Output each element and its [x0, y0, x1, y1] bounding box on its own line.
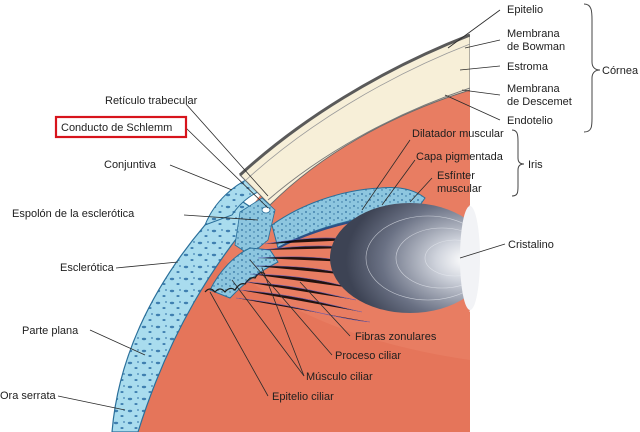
schlemm-highlight-box [54, 115, 188, 139]
label-parte-plana: Parte plana [22, 325, 79, 337]
label-membrana-bowman-1: Membrana [507, 28, 560, 40]
leader-lines [57, 9, 506, 411]
iris-brace [511, 129, 525, 197]
posterior-tissue [125, 250, 470, 432]
label-esfinter-1: Esfínter [437, 170, 475, 182]
label-epitelio-ciliar: Epitelio ciliar [272, 391, 334, 403]
label-estroma: Estroma [507, 61, 549, 73]
label-ora-serrata: Ora serrata [0, 390, 57, 402]
zonular-fibers [235, 237, 371, 323]
cornea-epithelium-line [238, 33, 471, 177]
label-espolon-esclerotica: Espolón de la esclerótica [12, 208, 135, 220]
label-cristalino: Cristalino [508, 239, 554, 251]
label-esfinter-2: muscular [437, 183, 482, 195]
label-proceso-ciliar: Proceso ciliar [335, 350, 401, 362]
label-conducto-schlemm: Conducto de Schlemm [61, 122, 172, 134]
label-iris: Iris [528, 159, 543, 171]
label-capa-pigmentada: Capa pigmentada [416, 151, 504, 163]
label-membrana-bowman-2: de Bowman [507, 41, 565, 53]
label-endotelio: Endotelio [507, 115, 553, 127]
label-dilatador-muscular: Dilatador muscular [412, 128, 504, 140]
schlemm-canal-shape [261, 206, 271, 214]
label-esclerotica: Esclerótica [60, 262, 115, 274]
lens-shape [330, 203, 490, 313]
right-margin [470, 0, 640, 432]
label-reticulo-trabecular: Retículo trabecular [105, 95, 198, 107]
label-conjuntiva: Conjuntiva [104, 159, 157, 171]
cornea-descemet-line [267, 87, 471, 201]
lens-visible-tip [460, 206, 480, 310]
label-musculo-ciliar: Músculo ciliar [306, 371, 373, 383]
cornea-brace [583, 3, 601, 133]
label-fibras-zonulares: Fibras zonulares [355, 331, 437, 343]
label-epitelio: Epitelio [507, 4, 543, 16]
ciliary-processes [204, 272, 266, 293]
label-cornea: Córnea [602, 65, 639, 77]
label-membrana-descemet-1: Membrana [507, 83, 560, 95]
label-membrana-descemet-2: de Descemet [507, 96, 572, 108]
cornea-bowman-line [245, 43, 471, 181]
ciliary-body [209, 247, 279, 299]
